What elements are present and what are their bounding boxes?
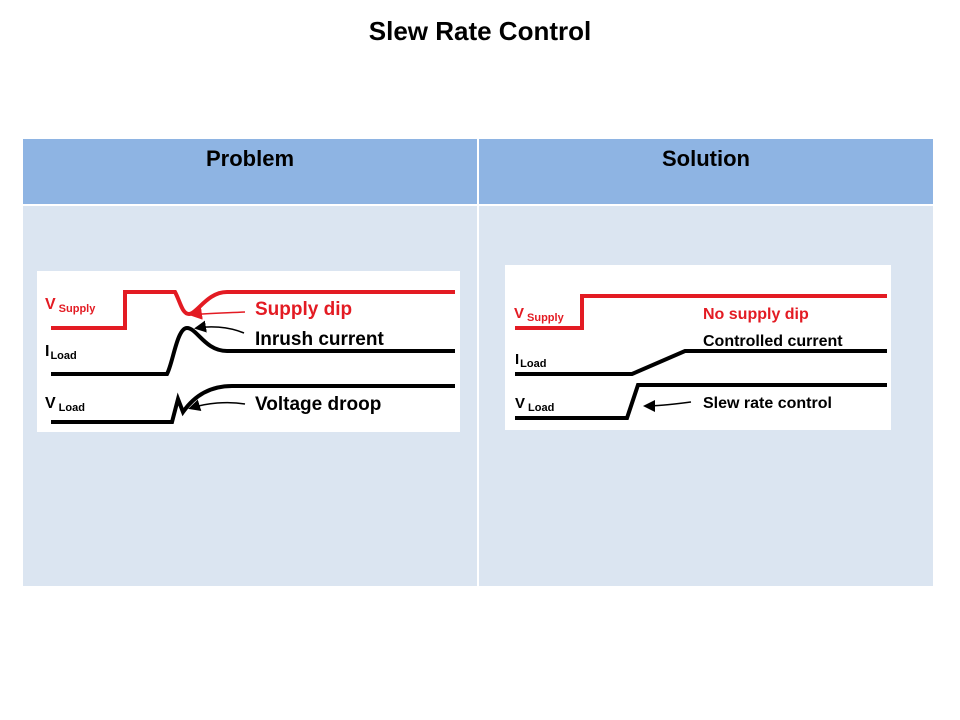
problem-vload-trace (51, 384, 455, 424)
header-problem: Problem (23, 139, 477, 204)
problem-current-arrow (194, 320, 245, 334)
solution-current-annotation: Controlled current (703, 333, 843, 350)
problem-vsupply-trace (51, 290, 455, 330)
problem-iload-label: ILoad (45, 343, 77, 362)
problem-voltage-annotation: Voltage droop (255, 394, 381, 415)
solution-voltage-arrow (643, 399, 692, 412)
solution-voltage-annotation: Slew rate control (703, 395, 832, 412)
problem-voltage-arrow (188, 399, 246, 412)
solution-supply-annotation: No supply dip (703, 306, 809, 323)
problem-supply-annotation: Supply dip (255, 299, 352, 320)
problem-iload-trace (51, 325, 455, 376)
problem-supply-arrow (190, 307, 246, 320)
solution-iload-label: ILoad (515, 351, 546, 370)
solution-iload-trace (515, 349, 887, 376)
solution-vsupply-trace (515, 294, 887, 330)
solution-vload-trace (515, 383, 887, 420)
header-solution: Solution (479, 139, 933, 204)
problem-current-annotation: Inrush current (255, 329, 384, 350)
slide-title: Slew Rate Control (368, 16, 592, 46)
